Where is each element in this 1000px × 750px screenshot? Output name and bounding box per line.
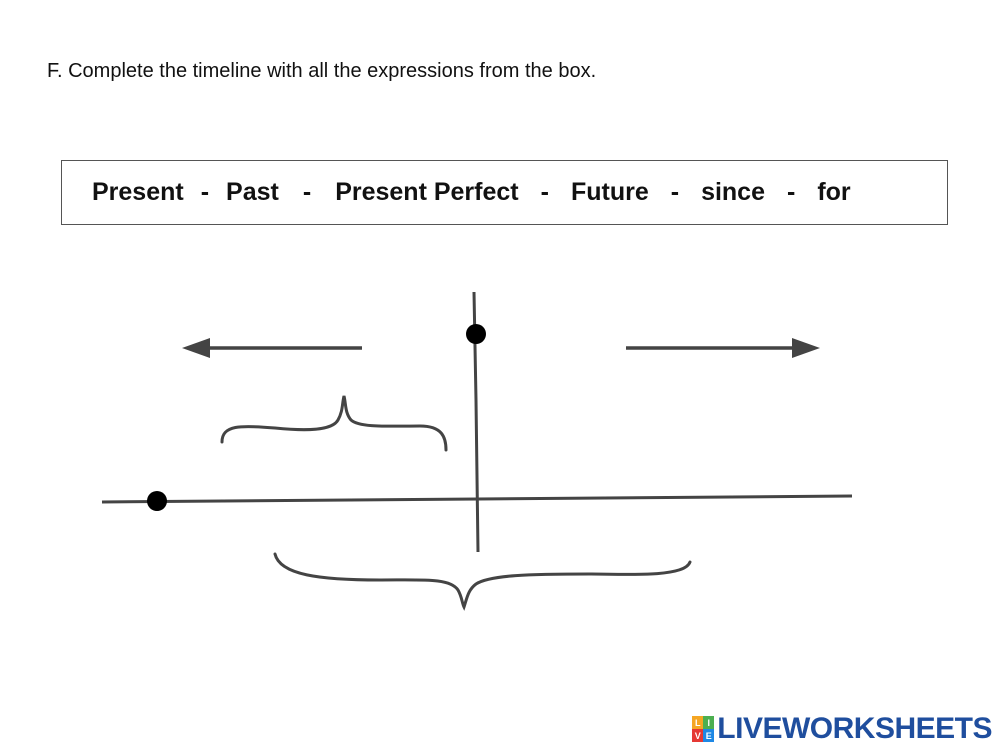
word-separator: - [540,178,549,206]
word-separator: - [302,178,312,206]
upper-brace [220,395,448,452]
horizontal-timeline [101,494,853,504]
logo-mark-v: V [692,729,704,742]
word-for: for [817,178,851,206]
instruction-text: F. Complete the timeline with all the ex… [47,60,597,82]
liveworksheets-logo-text: LIVEWORKSHEETS [717,712,992,745]
word-box: Present - Past - Present Perfect - Futur… [61,160,948,225]
logo-mark-e: E [703,729,715,742]
liveworksheets-logo-mark: L I V E [692,716,715,742]
word-separator: - [787,178,796,206]
lower-brace [273,552,692,611]
word-present: Present [92,178,184,206]
word-separator: - [670,178,680,206]
now-dot [466,324,486,344]
word-present-perfect: Present Perfect [335,178,519,206]
logo-mark-l: L [692,716,704,729]
liveworksheets-logo: L I V E LIVEWORKSHEETS [692,712,992,746]
logo-mark-i: I [703,716,715,729]
past-point-dot [147,491,167,511]
word-since: since [701,178,765,206]
word-past: Past [226,178,279,206]
word-future: Future [570,178,649,206]
past-arrow-head [182,338,210,358]
future-arrow-head [792,338,820,358]
word-separator: - [200,178,210,206]
